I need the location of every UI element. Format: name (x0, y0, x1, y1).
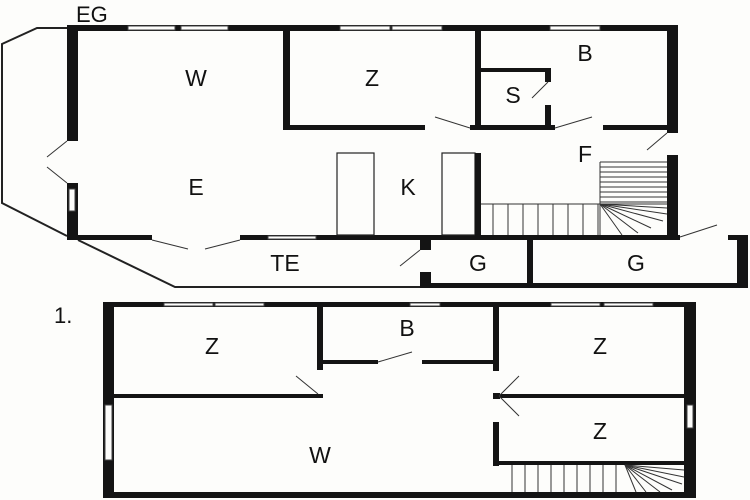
room-label-s: S (505, 82, 520, 108)
wall-garage (420, 283, 748, 288)
wall-z-b (317, 307, 323, 370)
wall-right (684, 302, 696, 498)
room-label-b: B (399, 315, 414, 341)
wall-top (103, 302, 696, 307)
kitchen-counter (441, 152, 476, 236)
wall-kitchen (475, 153, 481, 237)
wall-garage (420, 235, 431, 250)
door-swing (377, 351, 413, 363)
door-swing (434, 116, 471, 129)
window (409, 302, 441, 307)
floor-label-1: 1. (54, 303, 72, 328)
wall-right-rooms (493, 422, 499, 466)
window (180, 25, 229, 31)
wall-z (113, 394, 323, 398)
room-label-z1: Z (205, 333, 219, 359)
wall-b (475, 31, 481, 130)
wall-garage (737, 235, 748, 288)
door-swing (679, 224, 718, 238)
staircase (481, 161, 668, 236)
wall-stair (493, 461, 685, 465)
room-label-e: E (188, 174, 203, 200)
terrace-outline (77, 239, 420, 288)
wall-b (470, 125, 555, 130)
wall-s (478, 68, 551, 72)
terrace-door-swing (151, 239, 241, 250)
window (603, 302, 654, 307)
window (104, 404, 113, 461)
wall-b (422, 360, 493, 364)
window (339, 25, 391, 31)
wall-right-rooms (493, 393, 500, 399)
room-label-b: B (577, 40, 592, 66)
room-label-z2: Z (593, 333, 607, 359)
stair-tread (624, 464, 685, 471)
window (391, 25, 443, 31)
wall-z (283, 31, 290, 130)
stair-tread (599, 203, 668, 215)
wall-garage (527, 237, 533, 288)
door-swing (646, 132, 668, 151)
wall-z (499, 394, 685, 398)
wall-s (545, 105, 551, 130)
wall-bottom (240, 235, 680, 240)
stair-tread (599, 203, 652, 229)
door-swing (554, 116, 593, 129)
wall-bottom (67, 235, 152, 240)
wall-b (603, 125, 670, 130)
window (214, 302, 265, 307)
wall-left (103, 302, 114, 498)
door-swing (295, 375, 319, 395)
kitchen-counter (336, 152, 375, 236)
entrance-door-swing (46, 140, 68, 184)
window (686, 404, 694, 429)
stair-tread (624, 464, 673, 491)
window (550, 302, 601, 307)
room-label-te: TE (270, 250, 299, 276)
door-swing (498, 375, 520, 417)
window (68, 188, 76, 212)
staircase (511, 464, 685, 493)
stair-tread (599, 203, 664, 222)
room-label-w: W (309, 442, 331, 468)
stair-tread (599, 203, 668, 209)
stair-tread (599, 203, 639, 234)
door-swing (531, 81, 549, 99)
window (549, 25, 601, 31)
floor-label-eg: EG (76, 2, 108, 27)
ground-floor: EG W Z B S F E K TE G G (1, 2, 748, 288)
door-swing (399, 249, 421, 267)
stair-tread (599, 203, 623, 236)
wall-right (667, 25, 678, 133)
wall-z (283, 125, 425, 130)
wall-s (545, 68, 551, 82)
wall-b (323, 360, 378, 364)
stair-tread (624, 464, 683, 485)
room-label-g2: G (627, 250, 645, 276)
stair-tread (624, 464, 661, 493)
room-label-w: W (185, 65, 207, 91)
wall-right-rooms (493, 307, 499, 371)
wall-bottom (103, 492, 696, 498)
wall-garage (420, 272, 431, 288)
stair-tread (624, 464, 637, 493)
room-label-z: Z (365, 65, 379, 91)
wall-right (667, 155, 678, 240)
window (163, 302, 214, 307)
room-label-g1: G (469, 250, 487, 276)
window (127, 25, 176, 31)
wall-left (67, 25, 78, 141)
window (267, 235, 317, 240)
room-label-k: K (400, 174, 416, 200)
bay-outline (1, 27, 68, 237)
room-label-z3: Z (593, 418, 607, 444)
stair-tread (624, 464, 685, 478)
room-label-f: F (578, 141, 592, 167)
upper-floor: 1. Z B Z Z W (54, 302, 696, 498)
stair-tread (624, 464, 647, 493)
